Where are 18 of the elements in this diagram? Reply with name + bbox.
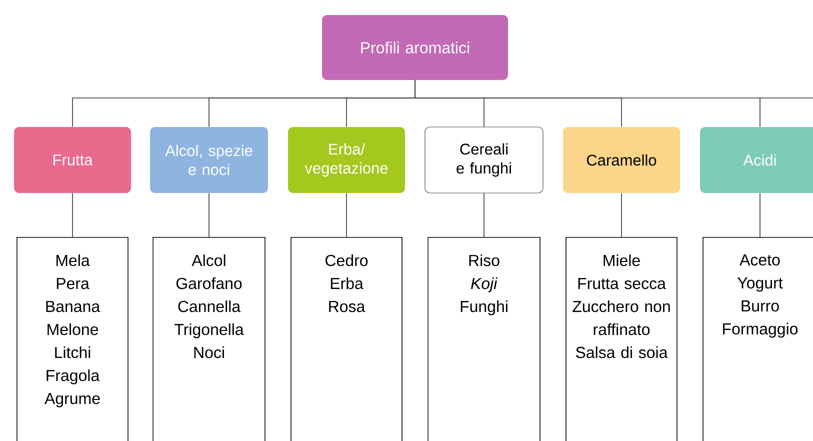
- connector-line: [208, 192, 210, 238]
- list-box: Miele Frutta secca Zucchero non raffinato Salsa di soia: [566, 236, 678, 441]
- category-box: Alcol, spezie e noci: [150, 127, 268, 193]
- category-box: Cereali e funghi: [424, 126, 544, 194]
- connector-line: [621, 192, 622, 238]
- connector-line: [414, 80, 760, 128]
- list-box: Riso Koji Funghi: [428, 236, 540, 441]
- category-box: Acidi: [700, 127, 813, 193]
- connector-line: [346, 192, 347, 238]
- category-box: Caramello: [563, 127, 680, 193]
- list-box: Cedro Erba Rosa: [290, 236, 402, 441]
- list-box: Alcol Garofano Cannella Trigonella Noci: [152, 236, 266, 441]
- connector-line: [72, 192, 73, 238]
- list-box: Mela Pera Banana Melone Litchi Fragola Agrume: [16, 236, 128, 441]
- list-box: Aceto Yogurt Burro Formaggio: [702, 236, 813, 441]
- category-box: Frutta: [14, 127, 131, 193]
- root-box: Profili aromatici: [322, 15, 508, 80]
- category-box: Erba/ vegetazione: [288, 127, 405, 193]
